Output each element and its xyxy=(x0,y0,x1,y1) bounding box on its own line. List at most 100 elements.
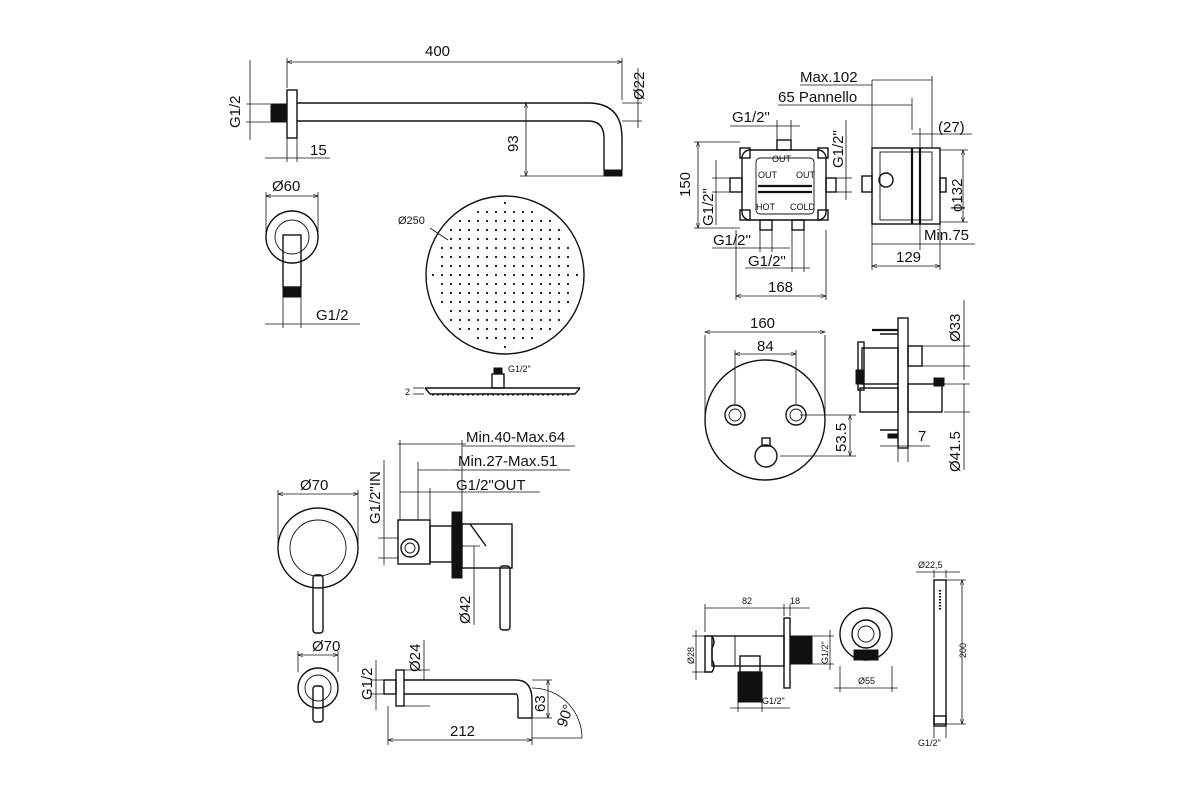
nozzle-dot xyxy=(548,255,552,259)
nozzle-dot xyxy=(557,237,561,241)
nozzle-dot xyxy=(485,219,489,223)
spout-angle-label: 90° xyxy=(554,702,578,729)
nozzle-dot xyxy=(503,228,507,232)
arm-flange-label: 15 xyxy=(310,142,327,159)
nozzle-dot xyxy=(557,300,561,304)
nozzle-dot xyxy=(449,264,453,268)
nozzle-dot xyxy=(548,300,552,304)
nozzle-dot xyxy=(494,210,498,214)
nozzle-dot xyxy=(503,336,507,340)
nozzle-dot xyxy=(530,246,534,250)
arm-diameter-label: Ø22 xyxy=(631,72,648,100)
nozzle-dot xyxy=(476,282,480,286)
nozzle-dot xyxy=(530,300,534,304)
nozzle-dot xyxy=(449,255,453,259)
valve-width-label: 168 xyxy=(768,279,793,296)
valve-diameter-label: ϕ132 xyxy=(949,179,966,212)
nozzle-dot xyxy=(476,336,480,340)
nozzle-dot xyxy=(521,255,525,259)
mixer-handle-label: Ø42 xyxy=(457,596,474,624)
nozzle-dot xyxy=(557,291,561,295)
nozzle-dot xyxy=(485,336,489,340)
mixer-range-out-label: Min.27-Max.51 xyxy=(458,453,557,470)
outlet-thread-bottom-label: G1/2" xyxy=(762,696,785,706)
nozzle-dot xyxy=(485,282,489,286)
valve-height-label: 150 xyxy=(677,172,694,197)
nozzle-dot xyxy=(467,219,471,223)
nozzle-dot xyxy=(503,201,507,205)
nozzle-dot xyxy=(539,327,543,331)
nozzle-dot xyxy=(566,246,570,250)
nozzle-dot xyxy=(440,255,444,259)
nozzle-dot xyxy=(521,282,525,286)
nozzle-dot xyxy=(530,255,534,259)
nozzle-dot xyxy=(539,282,543,286)
nozzle-dot xyxy=(539,219,543,223)
outlet-length-label: 82 xyxy=(742,596,752,606)
nozzle-dot xyxy=(530,210,534,214)
nozzle-dot xyxy=(512,246,516,250)
nozzle-dot xyxy=(521,237,525,241)
nozzle-dot xyxy=(485,228,489,232)
nozzle-dot xyxy=(467,327,471,331)
nozzle-dot xyxy=(521,318,525,322)
nozzle-dot xyxy=(521,246,525,250)
hand-shower-length-label: 200 xyxy=(958,643,968,658)
plate-offset-label: 53.5 xyxy=(833,423,850,452)
arm-thread-label: G1/2 xyxy=(227,95,244,128)
nozzle-dot xyxy=(458,282,462,286)
valve-out-right-label: OUT xyxy=(796,170,816,180)
nozzle-dot xyxy=(566,264,570,268)
nozzle-dot xyxy=(485,246,489,250)
nozzle-dot xyxy=(494,237,498,241)
hand-shower-thread-label: G1/2" xyxy=(918,738,941,748)
nozzle-dot xyxy=(494,327,498,331)
nozzle-dot xyxy=(521,327,525,331)
nozzle-dot xyxy=(512,309,516,313)
valve-port-top-label: G1/2" xyxy=(732,109,770,126)
valve-port-bottom-right-label: G1/2" xyxy=(748,253,786,270)
nozzle-dot xyxy=(512,237,516,241)
spout-length-label: 212 xyxy=(450,723,475,740)
mixer-outlet-label: G1/2"OUT xyxy=(456,477,526,494)
nozzle-dot xyxy=(521,309,525,313)
nozzle-dot xyxy=(467,264,471,268)
spout-height-label: 63 xyxy=(532,695,549,712)
nozzle-dot xyxy=(449,318,453,322)
nozzle-dot xyxy=(449,228,453,232)
nozzle-dot xyxy=(539,273,543,277)
mixer-range-in-label: Min.40-Max.64 xyxy=(466,429,565,446)
plate-knob-diameter-label: Ø33 xyxy=(947,314,964,342)
nozzle-dot xyxy=(548,246,552,250)
nozzle-dot xyxy=(485,264,489,268)
nozzle-dot xyxy=(512,228,516,232)
nozzle-dot xyxy=(440,246,444,250)
nozzle-dot xyxy=(467,318,471,322)
nozzle-dot xyxy=(530,228,534,232)
head-diameter-label: Ø250 xyxy=(398,215,425,227)
mixer-inlet-label: G1/2"IN xyxy=(367,471,384,524)
valve-box-side-view: Max.102 65 Pannello (27) ϕ132 Min.75 129 xyxy=(778,69,975,270)
nozzle-dot xyxy=(512,291,516,295)
nozzle-dot xyxy=(494,246,498,250)
nozzle-dot xyxy=(476,210,480,214)
nozzle-dot xyxy=(539,309,543,313)
nozzle-dot xyxy=(512,264,516,268)
nozzle-dot xyxy=(548,318,552,322)
nozzle-dot xyxy=(440,264,444,268)
nozzle-dot xyxy=(503,246,507,250)
nozzle-dot xyxy=(449,300,453,304)
nozzle-dot xyxy=(548,219,552,223)
nozzle-dot xyxy=(449,273,453,277)
nozzle-dot xyxy=(566,282,570,286)
nozzle-dot xyxy=(539,318,543,322)
nozzle-dot xyxy=(539,237,543,241)
nozzle-dot xyxy=(476,318,480,322)
nozzle-dot xyxy=(512,273,516,277)
nozzle-dot xyxy=(458,237,462,241)
valve-box-front-view: OUT OUT OUT HOT COLD 150 G1/2" G1/2" G1/… xyxy=(677,109,852,300)
nozzle-dot xyxy=(494,318,498,322)
nozzle-dot xyxy=(476,237,480,241)
nozzle-dot xyxy=(449,291,453,295)
nozzle-dot xyxy=(503,327,507,331)
